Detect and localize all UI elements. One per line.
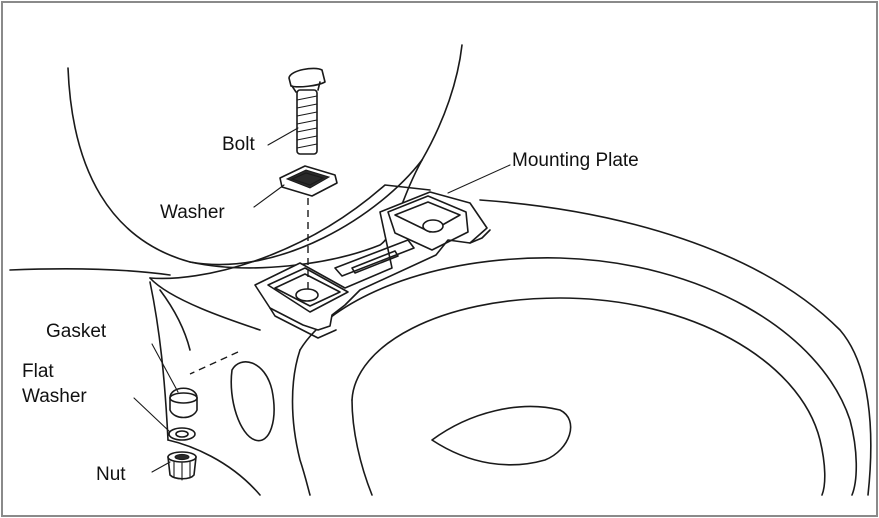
label-flat-washer-line2: Washer — [22, 386, 87, 407]
gasket — [169, 387, 198, 419]
toilet-bowl — [149, 184, 872, 496]
leader-gasket — [151, 343, 179, 393]
leader-nut — [151, 461, 171, 473]
nut — [167, 451, 197, 481]
leader-flat-washer — [133, 397, 171, 433]
leader-bolt — [267, 127, 299, 146]
mounting-plate — [254, 191, 491, 339]
bolt — [288, 67, 326, 155]
label-bolt: Bolt — [222, 134, 255, 155]
toilet-tank — [9, 44, 463, 276]
label-flat-washer-line1: Flat — [22, 361, 54, 382]
label-nut: Nut — [96, 464, 126, 485]
alignment-line-bottom — [189, 351, 239, 375]
leader-washer — [253, 184, 285, 208]
label-mounting-plate: Mounting Plate — [512, 150, 639, 171]
label-gasket: Gasket — [46, 321, 107, 342]
top-washer — [279, 165, 338, 197]
flat-washer — [168, 427, 196, 441]
leader-mounting-plate — [447, 164, 511, 194]
label-washer: Washer — [160, 202, 225, 223]
